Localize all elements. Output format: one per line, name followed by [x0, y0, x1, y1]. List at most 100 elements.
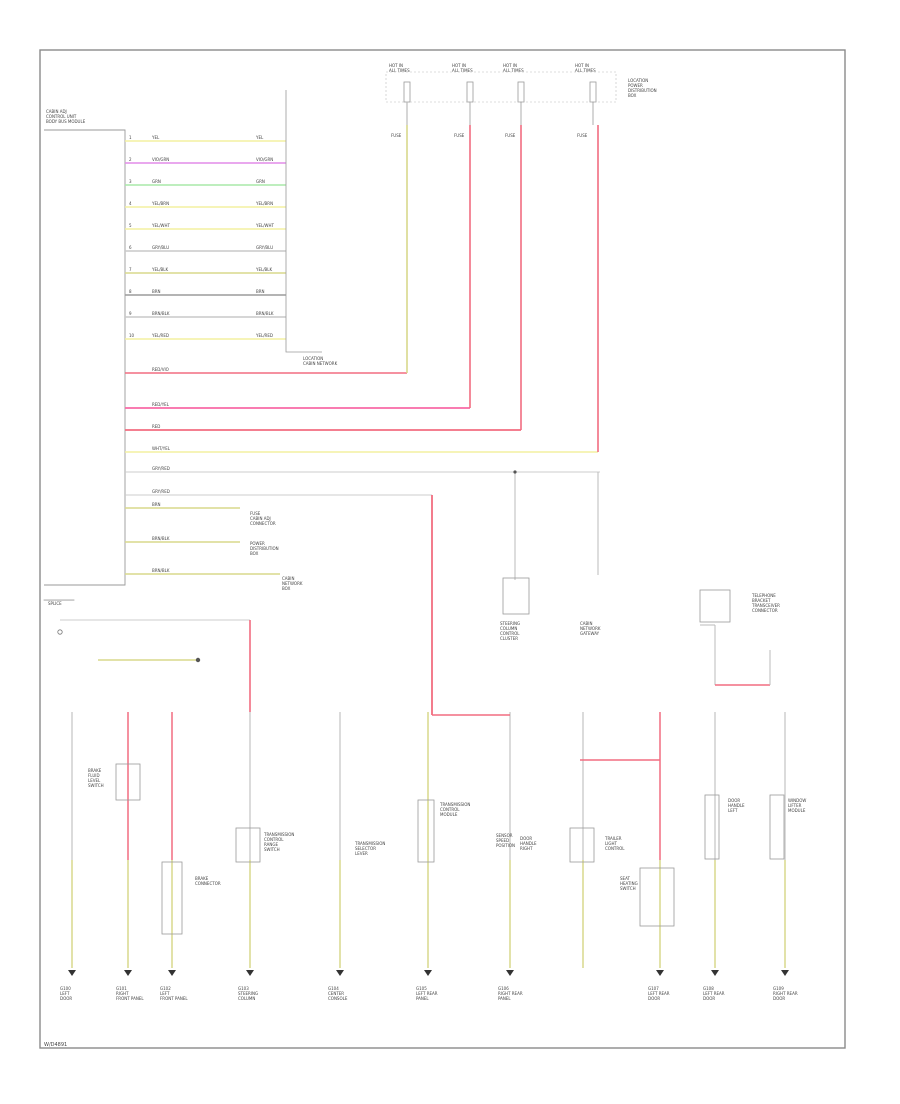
wire-label: WHT/YEL — [152, 446, 171, 451]
ground-label: COLUMN — [238, 996, 255, 1001]
ground-symbol — [781, 970, 789, 976]
component-label: CONNECTOR — [195, 881, 221, 886]
ground-label: CONSOLE — [328, 996, 348, 1001]
component-box — [418, 800, 434, 862]
ground-symbol — [168, 970, 176, 976]
bus-wire-label: YEL/WHT — [255, 223, 275, 228]
fuse-tag: FUSE — [577, 133, 588, 138]
pin-number: 9 — [129, 311, 132, 316]
component-label: POSITION — [496, 843, 515, 848]
component-box — [770, 795, 784, 859]
pin-number: 7 — [129, 267, 132, 272]
component-box — [236, 828, 260, 862]
ground-label: DOOR — [703, 996, 715, 1001]
splice-side-label: BOX — [282, 586, 291, 591]
ground-symbol — [424, 970, 432, 976]
bus-wire-label: YEL/BLK — [151, 267, 169, 272]
bus-wire-label: YEL/BRN — [151, 201, 169, 206]
component-label: LEFT — [728, 808, 738, 813]
bus-wire-label: VIO/GRN — [152, 157, 169, 162]
bus-wire-label: BRN/BLK — [152, 311, 170, 316]
bus-wire-label: GRY/BLU — [152, 245, 169, 250]
terminal-circle — [58, 630, 62, 634]
wire-label: GRY/RED — [152, 466, 170, 471]
component-box — [503, 578, 529, 614]
ground-label: PANEL — [498, 996, 511, 1001]
ground-label: PANEL — [416, 996, 429, 1001]
bus-wire-label: YEL/BLK — [255, 267, 273, 272]
pin-number: 10 — [129, 333, 135, 338]
bus-wire-label: BRN — [256, 289, 265, 294]
wire-label: BRN — [152, 502, 161, 507]
fuse-symbol — [590, 82, 596, 102]
ground-label: DOOR — [648, 996, 660, 1001]
bus-wire-label: YEL/RED — [255, 333, 273, 338]
ground-label: FRONT PANEL — [160, 996, 188, 1001]
bus-wire-label: GRN — [256, 179, 265, 184]
fuse-tag: FUSE — [454, 133, 465, 138]
lower-circuits: STEERINGCOLUMNCONTROLCLUSTERCABINNETWORK… — [44, 578, 806, 968]
component-label: CONNECTOR — [752, 608, 778, 613]
fuse-symbol — [404, 82, 410, 102]
bus-wire-label: YEL/BRN — [255, 201, 273, 206]
power-distribution-box — [386, 72, 616, 102]
bus-wire-label: BRN — [152, 289, 161, 294]
wire-label: RED/YEL — [152, 402, 170, 407]
pin-number: 6 — [129, 245, 132, 250]
component-box — [640, 868, 674, 926]
ground-symbol — [506, 970, 514, 976]
pin-number: 3 — [129, 179, 132, 184]
pin-number: 4 — [129, 201, 132, 206]
bus-wire-label: GRN — [152, 179, 161, 184]
pin-number: 1 — [129, 135, 132, 140]
module-outline — [44, 130, 125, 585]
splice-label: SPLICE — [48, 601, 62, 606]
ground-label: DOOR — [60, 996, 72, 1001]
component-label: SWITCH — [88, 783, 104, 788]
component-box — [570, 828, 594, 862]
pin-number: 8 — [129, 289, 132, 294]
component-label: SWITCH — [264, 847, 280, 852]
bus-wire-label: YEL/WHT — [151, 223, 171, 228]
diagram-code: W/D4891 — [44, 1042, 67, 1048]
component-box — [700, 590, 730, 622]
component-label: CONTROL — [605, 846, 625, 851]
bus-wire-label: VIO/GRN — [256, 157, 273, 162]
relay-label: BOX — [628, 93, 637, 98]
component-label: SWITCH — [620, 886, 636, 891]
splice-dot — [513, 470, 516, 473]
fuse-tag: FUSE — [391, 133, 402, 138]
component-label: GATEWAY — [580, 631, 600, 636]
connector-pin — [196, 658, 200, 662]
pin-number: 2 — [129, 157, 132, 162]
component-label: MODULE — [440, 812, 458, 817]
bus-wire-label: YEL/RED — [151, 333, 169, 338]
connector-bracket — [286, 90, 322, 352]
component-box — [705, 795, 719, 859]
component-label: LEVER — [355, 851, 368, 856]
wire-label: GRY/RED — [152, 489, 170, 494]
ground-symbol — [68, 970, 76, 976]
bus-wire-label: YEL — [151, 135, 160, 140]
connector-label: CABIN NETWORK — [303, 361, 338, 366]
pin-number: 5 — [129, 223, 132, 228]
component-label: CLUSTER — [500, 636, 518, 641]
ground-symbol — [336, 970, 344, 976]
splice-side-label: CONNECTOR — [250, 521, 276, 526]
fuse-symbol — [518, 82, 524, 102]
fuse-symbol — [467, 82, 473, 102]
bus-wire-label: GRY/BLU — [256, 245, 273, 250]
component-label: MODULE — [788, 808, 806, 813]
bus-wire-label: BRN/BLK — [256, 311, 274, 316]
ground-symbol — [656, 970, 664, 976]
splice-side-label: BOX — [250, 551, 259, 556]
wire-label: RED — [152, 424, 160, 429]
ground-symbol — [124, 970, 132, 976]
fuse-tag: FUSE — [505, 133, 516, 138]
ground-symbol — [711, 970, 719, 976]
long-wires: RED/VIORED/YELREDWHT/YELGRY/REDGRY/REDBR… — [125, 125, 600, 715]
bus-wire-label: YEL — [255, 135, 264, 140]
